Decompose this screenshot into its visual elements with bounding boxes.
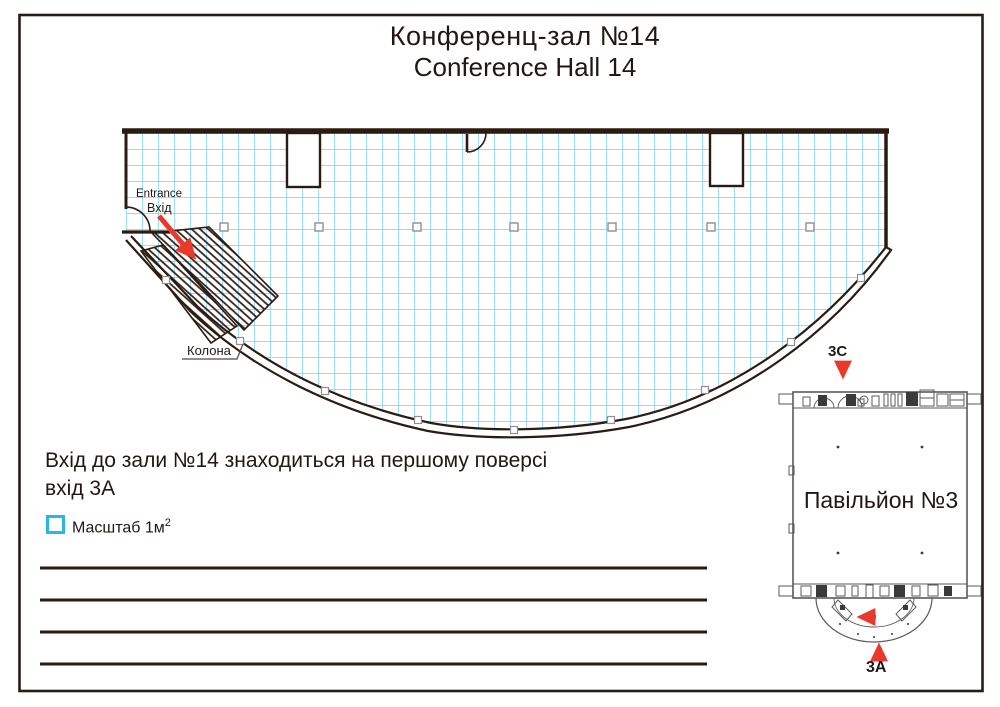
minimap-hall-fan (815, 597, 933, 643)
page-border (18, 13, 984, 693)
page-title-uk: Конференц-зал №14 (389, 21, 661, 51)
scale-legend-sup: 2 (164, 517, 171, 529)
wall-niche-right (708, 131, 745, 188)
entrance-arrow (157, 214, 197, 260)
scale-legend-label: Масштаб 1м2 (72, 517, 171, 537)
minimap-top-detail (802, 389, 965, 409)
column-markers-row (219, 222, 815, 232)
pavilion-minimap (778, 360, 982, 662)
pavilion-label: Павільйон №3 (803, 487, 959, 513)
column-label-leader (182, 343, 244, 360)
column-markers-curve (161, 273, 866, 435)
service-door (465, 132, 487, 153)
page-title-en: Conference Hall 14 (413, 52, 637, 82)
gate-3c-label: 3C (828, 343, 848, 360)
scale-legend-text: Масштаб 1м (72, 519, 165, 537)
entrance-label-uk: Вхід (147, 201, 172, 215)
column-label: Колона (187, 343, 231, 358)
note-rules (40, 566, 707, 666)
note-line-2: вхід 3А (45, 477, 116, 500)
entrance-label-en: Entrance (136, 188, 183, 200)
entrance-door-swing (125, 206, 151, 232)
note-line-1: Вхід до зали №14 знаходиться на першому … (45, 449, 548, 472)
minimap-bottom-detail (800, 584, 952, 599)
gate-3a-label: 3А (866, 659, 887, 676)
wall-niche-left (285, 131, 322, 189)
hall-floor-grid (126, 133, 886, 430)
scale-legend-swatch (46, 515, 65, 534)
